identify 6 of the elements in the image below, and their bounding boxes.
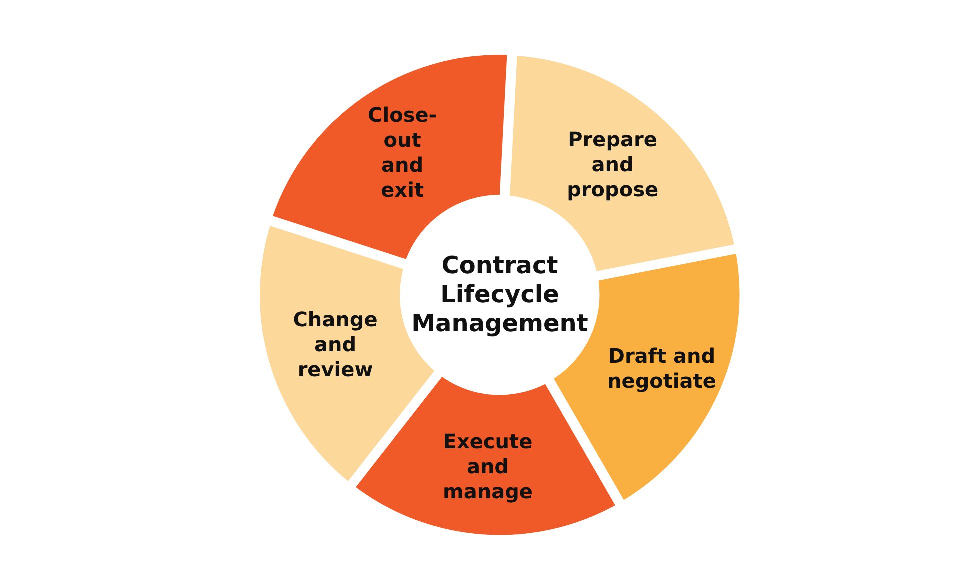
segment-label: Close-out and exit — [368, 103, 438, 204]
segment-label: Prepare and propose — [567, 128, 659, 203]
segment-label: Execute and manage — [443, 429, 533, 504]
segment-label: Change and review — [293, 308, 378, 383]
center-label: Contract Lifecycle Management — [412, 252, 588, 338]
segment-label: Draft and negotiate — [608, 344, 716, 394]
